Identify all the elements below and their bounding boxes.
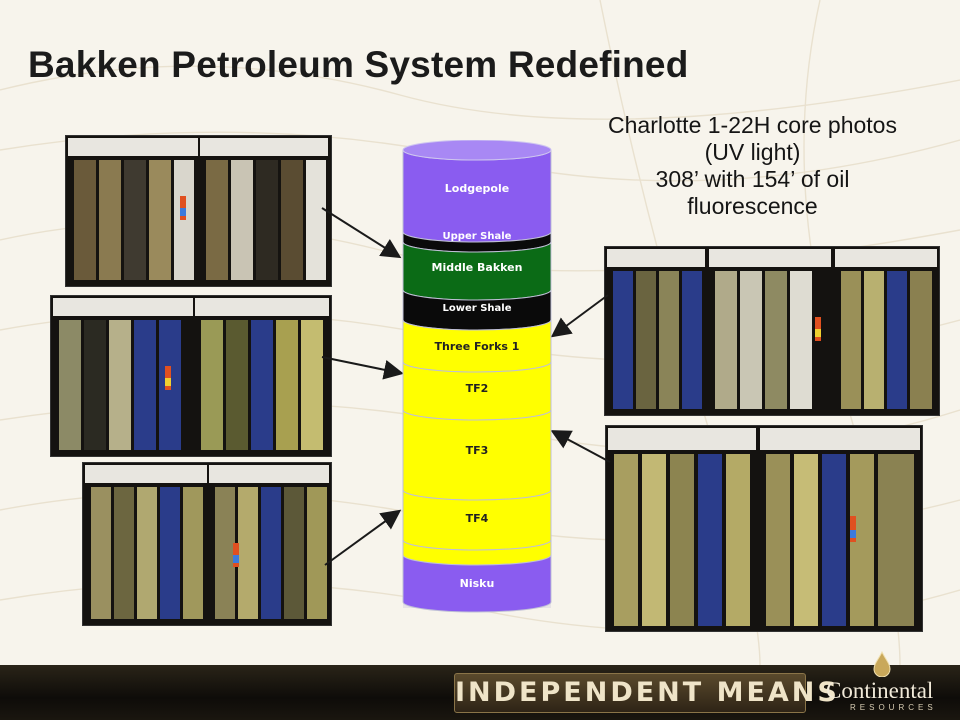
arrow bbox=[550, 294, 609, 338]
arrows-layer bbox=[321, 207, 611, 566]
column-layer-label: Upper Shale bbox=[443, 231, 512, 242]
oil-drop-icon bbox=[873, 651, 891, 677]
column-layer-label: Three Forks 1 bbox=[435, 340, 520, 353]
column-layer-label: TF2 bbox=[466, 382, 489, 395]
company-logo-subtitle: RESOURCES bbox=[850, 703, 937, 712]
company-logo-name: Continental bbox=[826, 678, 934, 703]
column-layer-label: TF3 bbox=[466, 444, 489, 457]
core-photo-left-3 bbox=[82, 462, 332, 626]
core-photo-left-2 bbox=[50, 295, 332, 457]
arrow bbox=[321, 207, 402, 259]
caption-line: (UV light) bbox=[704, 139, 801, 165]
core-photo-right-1 bbox=[604, 246, 940, 416]
column-layer bbox=[402, 149, 552, 243]
column-top-cap bbox=[402, 140, 552, 161]
column-layer-label: Nisku bbox=[460, 577, 495, 590]
core-photo-left-1 bbox=[65, 135, 332, 287]
arrow bbox=[550, 430, 611, 463]
core-photo-caption: Charlotte 1-22H core photos (UV light) 3… bbox=[565, 112, 940, 220]
column-layer-label: TF4 bbox=[466, 512, 489, 525]
page-title: Bakken Petroleum System Redefined bbox=[28, 44, 689, 85]
column-layer-label: Middle Bakken bbox=[432, 261, 523, 274]
column-layer-label: Lower Shale bbox=[443, 303, 512, 314]
caption-line: Charlotte 1-22H core photos bbox=[608, 112, 897, 138]
slogan-badge: INDEPENDENT MEANS bbox=[454, 673, 840, 713]
column-layer-label: Lodgepole bbox=[445, 182, 509, 195]
arrow bbox=[321, 356, 404, 380]
caption-line: 308’ with 154’ of oil bbox=[655, 166, 850, 192]
caption-line: fluorescence bbox=[687, 193, 818, 219]
slogan-text: INDEPENDENT MEANS bbox=[455, 677, 840, 708]
column-layer bbox=[402, 554, 552, 613]
arrow bbox=[324, 509, 402, 566]
core-photo-right-2 bbox=[605, 425, 923, 632]
